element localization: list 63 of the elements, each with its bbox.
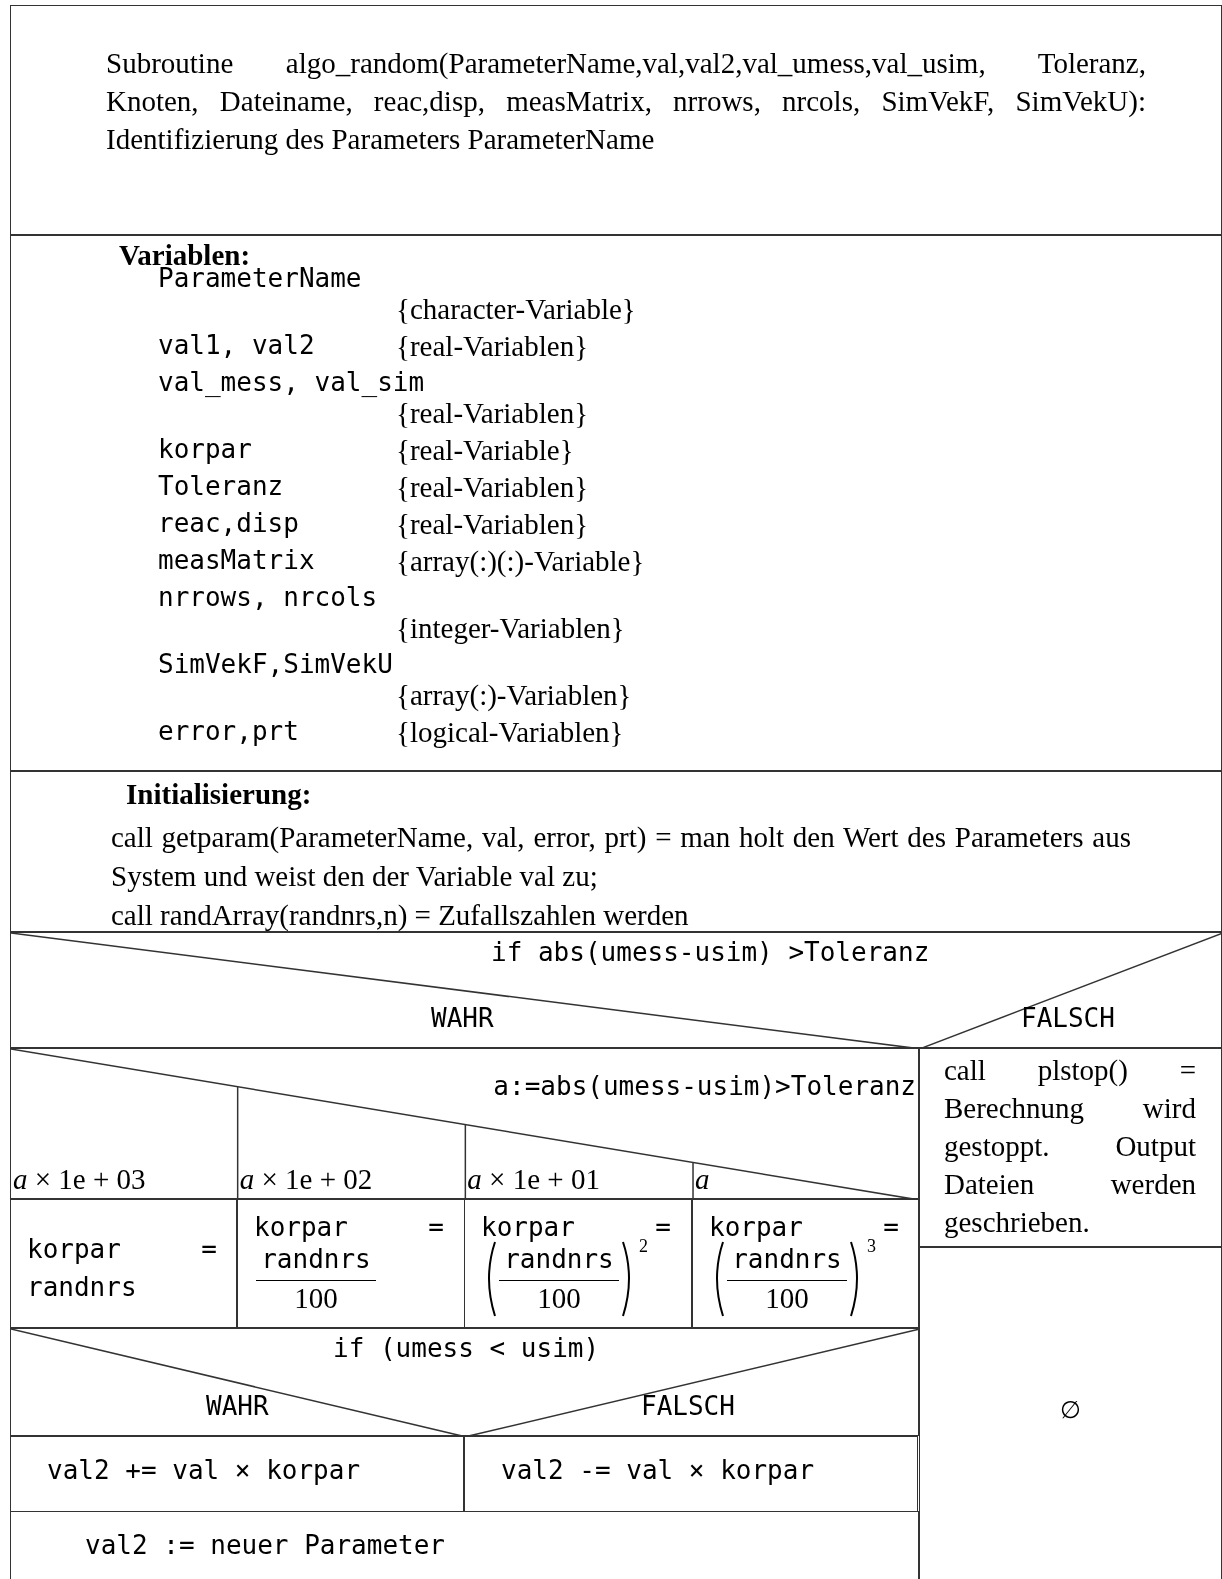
section-heading: Initialisierung:: [126, 778, 312, 811]
case-body: [10, 1199, 237, 1328]
variable-type: {real-Variablen}: [396, 397, 589, 430]
empty-set-symbol: ∅: [1060, 1396, 1081, 1424]
variable-name: error,prt: [158, 715, 299, 747]
variable-name: reac,disp: [158, 507, 299, 539]
branch-label: FALSCH: [1021, 1003, 1115, 1033]
assignment-text: korpar = randnrs: [27, 1233, 217, 1304]
statement-text: val2 += val × korpar: [47, 1455, 361, 1485]
branch-label: FALSCH: [641, 1391, 735, 1421]
variable-name: val_mess, val_sim: [158, 366, 425, 398]
case-body: [692, 1199, 919, 1328]
variable-type: {real-Variablen}: [396, 329, 589, 363]
case-body: [237, 1199, 465, 1328]
variable-type: {array(:)(:)-Variable}: [396, 544, 645, 578]
subroutine-header: [10, 5, 1222, 235]
variables-block: [10, 235, 1222, 771]
fraction-numerator: randnrs: [503, 1244, 615, 1274]
variable-type: {logical-Variablen}: [396, 715, 624, 749]
statement-text: val2 -= val × korpar: [501, 1455, 815, 1485]
fraction-denominator: 100: [293, 1282, 339, 1315]
variable-type: {integer-Variablen}: [396, 611, 625, 645]
description-text: call getparam(ParameterName, val, error, prt) = man holt den Wert des Parameters aus System und weist den der Variable val zu;: [111, 820, 1131, 894]
case-block: [10, 1048, 919, 1199]
statement-text: val2 := neuer Parameter: [85, 1530, 446, 1560]
description-text: call randArray(randnrs,n) = Zufallszahlen werden: [111, 898, 689, 933]
variable-type: {character-Variable}: [396, 292, 636, 326]
case-label: a × 1e + 02: [239, 1163, 373, 1196]
statement-text: call plstop() = Berechnung wird gestoppt. Output Dateien werden geschrieben.: [944, 1053, 1196, 1240]
decision-block: [10, 932, 1222, 1048]
assignment-text: korpar =: [254, 1212, 444, 1242]
case-label: a: [695, 1163, 710, 1196]
case-label: a × 1e + 03: [13, 1163, 146, 1196]
subroutine-signature: Subroutine algo_random(ParameterName,val,val2,val_umess,val_usim, Toleranz, Knoten, Dateiname, reac,disp, measMatrix, nrrows, nrcols, SimVekF, SimVekU): Identifizierung des Parameters ParameterName: [106, 46, 1146, 157]
variable-name: SimVekF,SimVekU: [158, 648, 393, 680]
variable-name: val1, val2: [158, 329, 315, 361]
empty-branch-block: [919, 1247, 1222, 1579]
branch-label: WAHR: [431, 1003, 494, 1033]
statement-block: [10, 1436, 464, 1512]
variable-name: nrrows, nrcols: [158, 581, 378, 613]
initialization-block: [10, 771, 1222, 932]
variable-type: {real-Variable}: [396, 433, 574, 467]
condition-text: if abs(umess-usim) >Toleranz: [491, 937, 930, 967]
variable-type: {real-Variablen}: [396, 507, 589, 541]
selector-text: a:=abs(umess-usim)>Toleranz: [493, 1071, 916, 1101]
variable-name: Toleranz: [158, 470, 284, 502]
case-body: [464, 1199, 692, 1328]
fraction-denominator: 100: [536, 1282, 582, 1315]
statement-block: [919, 1048, 1222, 1247]
section-heading: Variablen:: [119, 242, 251, 268]
fraction-denominator: 100: [764, 1282, 810, 1315]
variable-name: measMatrix: [158, 544, 315, 576]
decision-block: [10, 1328, 919, 1436]
variable-type: {real-Variablen}: [396, 470, 589, 504]
fraction-numerator: randnrs: [731, 1244, 843, 1274]
fraction-numerator: randnrs: [260, 1244, 372, 1274]
statement-block: [464, 1436, 918, 1512]
case-label: a × 1e + 01: [467, 1163, 600, 1196]
branch-label: WAHR: [206, 1391, 269, 1421]
variable-type: {array(:)-Variablen}: [396, 678, 632, 712]
variable-name: korpar: [158, 433, 252, 465]
condition-text: if (umess < usim): [333, 1333, 600, 1363]
statement-block: [10, 1511, 919, 1579]
